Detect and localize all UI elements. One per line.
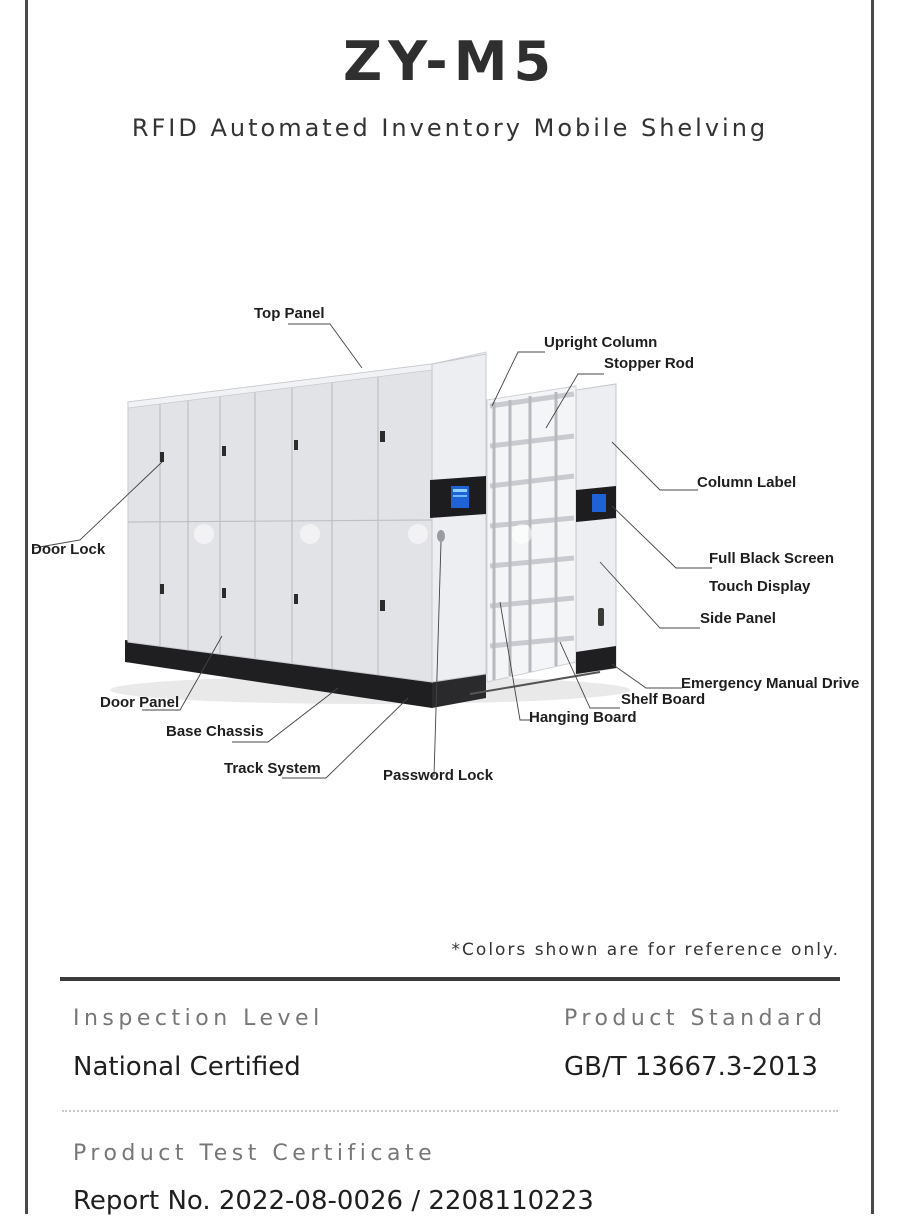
inspection-level-label: Inspection Level bbox=[73, 1006, 324, 1031]
label-top-panel: Top Panel bbox=[254, 305, 325, 322]
color-disclaimer: *Colors shown are for reference only. bbox=[451, 940, 840, 960]
label-door-lock: Door Lock bbox=[31, 541, 106, 558]
base-chassis-shape bbox=[125, 640, 432, 708]
label-password-lock: Password Lock bbox=[383, 767, 494, 784]
label-track-system: Track System bbox=[224, 760, 321, 777]
label-touch-display: Touch Display bbox=[709, 578, 811, 595]
test-certificate-label: Product Test Certificate bbox=[73, 1141, 437, 1166]
page-title: ZY-M5 bbox=[342, 30, 558, 93]
section-divider bbox=[60, 977, 840, 981]
label-shelf-board: Shelf Board bbox=[621, 691, 706, 708]
cabinet-front bbox=[127, 363, 433, 683]
frame-right-border bbox=[871, 0, 874, 1214]
inspection-level-value: National Certified bbox=[73, 1052, 301, 1082]
label-side-panel: Side Panel bbox=[700, 610, 776, 627]
label-stopper-rod: Stopper Rod bbox=[604, 355, 694, 372]
label-door-panel: Door Panel bbox=[100, 694, 180, 711]
page-subtitle: RFID Automated Inventory Mobile Shelving bbox=[131, 114, 769, 142]
label-hanging-board: Hanging Board bbox=[529, 709, 637, 726]
label-upright-column: Upright Column bbox=[544, 334, 658, 351]
label-full-black-screen: Full Black Screen bbox=[709, 550, 835, 567]
shelving-illustration bbox=[33, 323, 712, 779]
label-column-label: Column Label bbox=[697, 474, 797, 491]
product-standard-value: GB/T 13667.3-2013 bbox=[564, 1052, 818, 1082]
dotted-divider bbox=[62, 1110, 838, 1112]
frame-left-border bbox=[25, 0, 28, 1214]
product-standard-label: Product Standard bbox=[564, 1006, 827, 1031]
label-emergency-manual-drive: Emergency Manual Drive bbox=[681, 675, 860, 692]
label-base-chassis: Base Chassis bbox=[166, 723, 264, 740]
product-diagram: Top Panel Upright Column Stopper Rod Col… bbox=[0, 290, 900, 800]
test-certificate-value: Report No. 2022-08-0026 / 2208110223 bbox=[73, 1186, 594, 1216]
